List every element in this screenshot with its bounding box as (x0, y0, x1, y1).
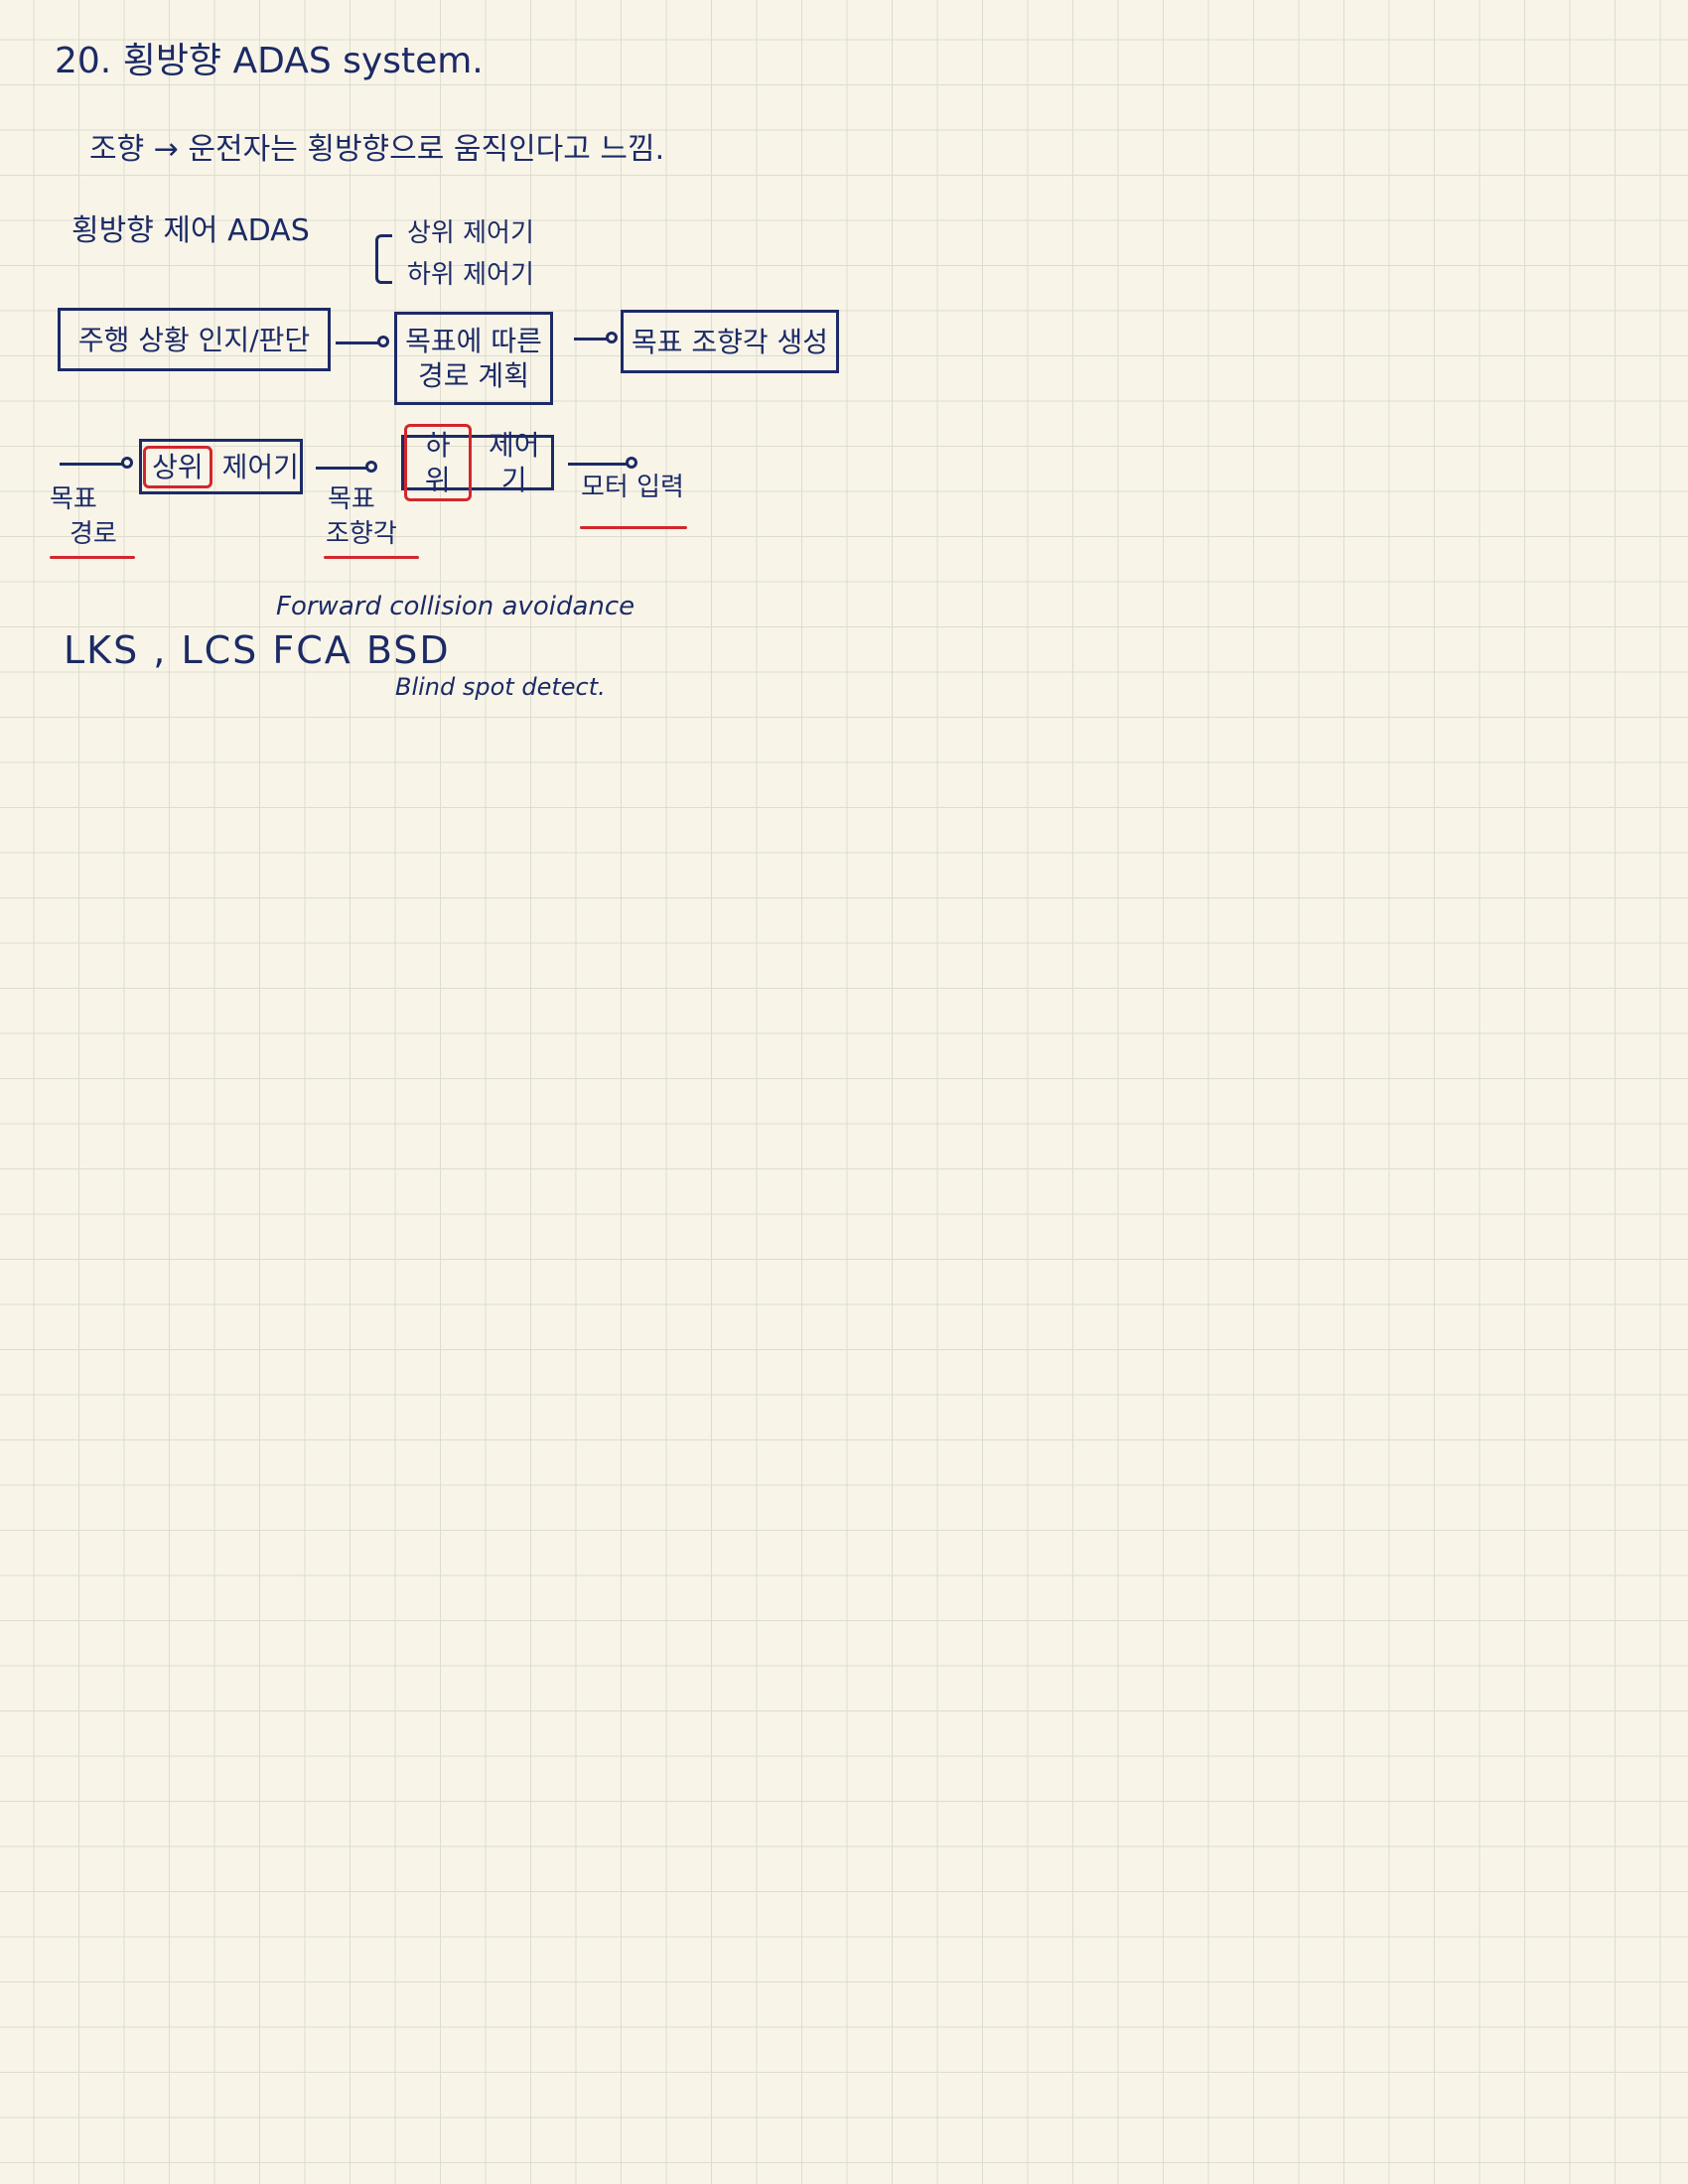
arrow-icon (60, 457, 133, 469)
adas-abbreviations: LKS , LCS FCA BSD (64, 628, 451, 672)
bsd-annotation: Blind spot detect. (395, 673, 606, 701)
fca-annotation: Forward collision avoidance (276, 592, 635, 621)
output-label: 모터 입력 (581, 473, 684, 502)
flow-box-path-planning: 목표에 따른 경로 계획 (394, 312, 553, 405)
flow-box-path-planning-line2: 경로 계획 (418, 359, 529, 392)
lower-highlight: 하위 (404, 424, 472, 501)
flow-box-steering-angle-text: 목표 조향각 생성 (631, 325, 829, 358)
arrow-icon (568, 457, 637, 469)
flow-box-perception: 주행 상황 인지/판단 (58, 308, 331, 371)
red-underline (580, 526, 687, 529)
upper-controller-label: 상위 제어기 (407, 218, 534, 248)
red-underline (324, 556, 419, 559)
note-heading: 20. 횡방향 ADAS system. (55, 41, 484, 81)
lower-controller-text: 제어기 (489, 429, 540, 496)
flow-box-perception-text: 주행 상황 인지/판단 (77, 323, 311, 356)
arrow-icon (316, 461, 377, 473)
flow-box-path-planning-line1: 목표에 따른 (405, 325, 542, 357)
flow-box-lower-controller: 하위 제어기 (401, 424, 554, 501)
intro-line: 조향 → 운전자는 횡방향으로 움직인다고 느낌. (89, 132, 665, 167)
arrow-icon (574, 332, 618, 343)
lower-controller-label: 하위 제어기 (407, 260, 534, 290)
input-label-line2: 경로 (70, 519, 117, 549)
input-label-line1: 목표 (50, 484, 97, 514)
red-underline (50, 556, 135, 559)
upper-highlight: 상위 (143, 445, 212, 488)
lateral-control-label: 횡방향 제어 ADAS (71, 213, 310, 248)
flow-box-upper-controller: 상위 제어기 (139, 439, 303, 494)
arrow-icon (336, 336, 389, 347)
bracket-icon (375, 234, 392, 284)
mid-label-line1: 목표 (328, 484, 375, 514)
mid-label-line2: 조향각 (326, 519, 397, 549)
upper-controller-text: 제어기 (221, 450, 299, 483)
flow-box-steering-angle: 목표 조향각 생성 (621, 310, 839, 373)
